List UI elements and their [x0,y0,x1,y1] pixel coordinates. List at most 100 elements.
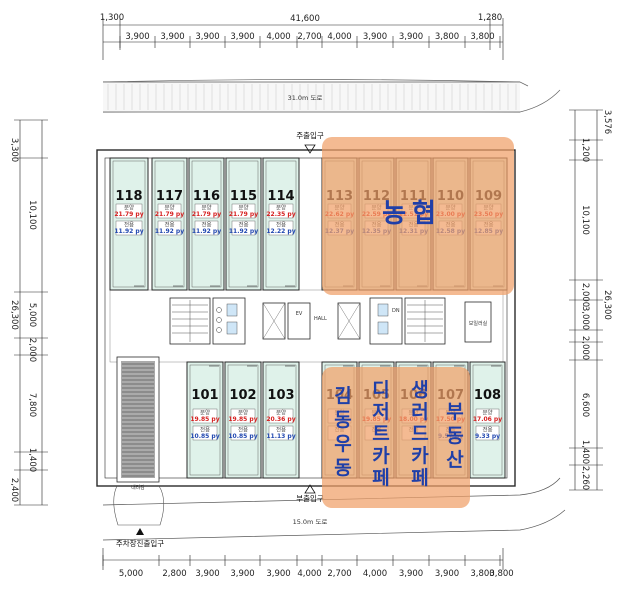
overlay-char: 카 [372,445,390,467]
unit-number: 115 [230,189,257,204]
unit-number: 108 [474,388,501,403]
dim-right: 2,000 [580,283,590,307]
dim-top-segment: 3,900 [363,32,387,42]
unit-number: 117 [156,189,183,204]
entrances: 주출입구 부출입구 주차장진출입구 [116,130,324,548]
dim-top-left: 1,300 [100,13,124,23]
dim-top-segment: 3,900 [230,32,254,42]
exclusive-label: 전용 [482,426,492,434]
overlay-char: 동 [446,425,463,447]
overlay-char: 페 [411,467,428,489]
overlay-col-4: 부동산 [446,401,464,471]
dim-top-segment: 4,000 [266,32,290,42]
sale-label: 분양 [124,204,134,212]
sub-entrance-arrow-icon [304,484,316,494]
dim-left: 3,300 [9,138,19,162]
exclusive-label: 전용 [201,221,211,229]
dim-left: 2,000 [27,338,37,362]
overlay-char: 산 [446,449,464,471]
dim-bottom-segment: 3,900 [230,569,254,579]
overlay-char: 러 [411,401,428,423]
dim-right: 3,576 [602,110,612,134]
bottom-road-label: 15.0m 도로 [293,518,328,526]
sale-label: 분양 [164,204,174,212]
sale-value: 21.79 py [114,211,143,218]
dn-label: DN [392,308,400,314]
dim-right: 6,600 [580,393,590,417]
bottom-road: 15.0m 도로 [102,477,566,541]
dim-bottom-segment: 2,800 [162,569,186,579]
dim-bottom-segment: 3,900 [435,569,459,579]
overlay-nonghyup-label: 농협 [382,199,442,229]
overlay-char: 카 [411,445,429,467]
dim-right: 2,260 [580,466,590,490]
dim-left: 7,800 [27,393,37,417]
dim-bottom-segment: 3,900 [399,569,423,579]
sale-label: 분양 [276,409,286,417]
sale-label: 분양 [482,409,492,417]
unit-number: 102 [229,388,256,403]
dim-bottom-segment: 4,000 [297,569,321,579]
main-entrance-label: 주출입구 [296,130,324,140]
exclusive-value: 11.92 py [229,228,258,235]
parking-entrance-label: 주차장진출입구 [116,538,164,548]
overlay-lower-shops [322,367,470,508]
dim-top-segment: 3,900 [160,32,184,42]
exclusive-value: 10.85 py [228,433,257,440]
dim-left: 26,300 [9,300,19,330]
exclusive-value: 9.33 py [475,433,500,440]
dim-left: 5,000 [27,303,37,327]
exclusive-value: 12.22 py [266,228,295,235]
parking-ramp: 내려감 [113,356,165,526]
top-road: 31.0m 도로 [102,79,561,113]
exclusive-label: 전용 [164,221,174,229]
dim-left: 1,400 [27,448,37,472]
dim-bottom-segment: 2,700 [327,569,351,579]
boiler-room-label: 보일러실 [469,320,488,327]
sale-label: 분양 [200,409,210,417]
dim-top-segment: 3,800 [470,32,494,42]
exclusive-label: 전용 [238,221,248,229]
exclusive-label: 전용 [200,426,210,434]
overlay-char: 생 [411,379,428,401]
overlay-char: 디 [372,379,389,401]
dim-bottom-segment: 3,900 [195,569,219,579]
dim-top-right: 1,280 [478,13,502,23]
exclusive-label: 전용 [276,426,286,434]
overlay-char: 동 [334,409,351,431]
dim-top-segment: 4,000 [327,32,351,42]
dim-left: 10,100 [27,200,37,230]
dim-top-segment: 2,700 [297,32,321,42]
overlay-char: 동 [334,457,351,479]
sale-label: 분양 [238,409,248,417]
dim-bottom-segment: 3,800 [470,569,494,579]
sale-value: 20.36 py [266,416,295,423]
overlay-char: 저 [372,401,389,423]
sale-label: 분양 [201,204,211,212]
dim-bottom-segment: 3,900 [266,569,290,579]
overlay-char: 우 [334,433,351,455]
unit-number: 118 [115,189,142,204]
dim-right: 10,100 [580,205,590,235]
dim-bottom-segment: 3,800 [489,569,513,579]
dim-bottom-segment: 5,000 [119,569,143,579]
overlay-nonghyup [322,137,514,295]
exclusive-value: 11.92 py [114,228,143,235]
parking-entrance-arrow-icon [136,528,144,535]
unit-number: 103 [267,388,294,403]
ramp-label: 내려감 [131,484,145,491]
dim-right: 3,000 [580,306,590,330]
exclusive-value: 11.92 py [192,228,221,235]
